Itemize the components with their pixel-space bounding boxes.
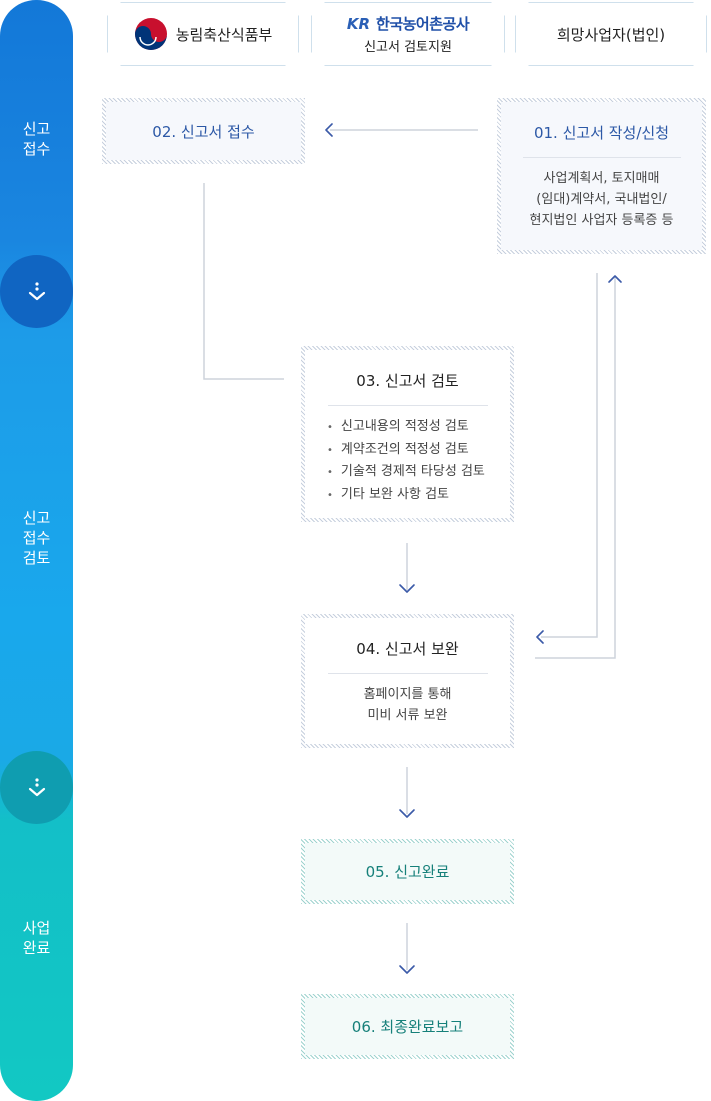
- org-krc: KR 한국농어촌공사 신고서 검토지원: [311, 2, 505, 66]
- step-04-box: 04. 신고서 보완 홈페이지를 통해 미비 서류 보완: [301, 614, 514, 748]
- org-applicant: 희망사업자(법인): [515, 2, 707, 66]
- step-01-box: 01. 신고서 작성/신청 사업계획서, 토지매매 (임대)계약서, 국내법인/…: [497, 98, 706, 254]
- krc-role: 신고서 검토지원: [364, 40, 452, 55]
- divider: [327, 673, 488, 674]
- ministry-name: 농림축산식품부: [175, 25, 273, 44]
- org-ministry: 농림축산식품부: [107, 2, 299, 66]
- step-06-title: 06. 최종완료보고: [351, 1018, 464, 1036]
- divider: [522, 157, 681, 158]
- stage-label-review: 신고 접수 검토: [22, 509, 51, 567]
- bullet-item: 기술적 경제적 타당성 검토: [327, 461, 510, 484]
- step-06-box: 06. 최종완료보고: [301, 994, 514, 1059]
- stage-next-icon: [0, 255, 73, 328]
- stage-bar: [0, 0, 73, 1101]
- step-02-box: 02. 신고서 접수: [102, 98, 305, 164]
- step-03-bullets: 신고내용의 적정성 검토 계약조건의 적정성 검토 기술적 경제적 타당성 검토…: [305, 416, 510, 506]
- step-04-title: 04. 신고서 보완: [356, 640, 459, 658]
- stage-label-receipt: 신고 접수: [22, 120, 51, 158]
- ministry-emblem-icon: [134, 17, 168, 51]
- divider: [327, 405, 488, 406]
- krc-logo-text: 한국농어촌공사: [376, 15, 470, 33]
- bullet-item: 계약조건의 적정성 검토: [327, 439, 510, 462]
- bullet-item: 신고내용의 적정성 검토: [327, 416, 510, 439]
- step-03-title: 03. 신고서 검토: [356, 372, 459, 390]
- step-02-title: 02. 신고서 접수: [152, 122, 255, 141]
- step-05-box: 05. 신고완료: [301, 839, 514, 904]
- bullet-item: 기타 보완 사항 검토: [327, 484, 510, 507]
- step-03-box: 03. 신고서 검토 신고내용의 적정성 검토 계약조건의 적정성 검토 기술적…: [301, 346, 514, 522]
- stage-next-icon: [0, 751, 73, 824]
- step-01-title: 01. 신고서 작성/신청: [533, 124, 670, 142]
- step-05-title: 05. 신고완료: [365, 863, 450, 881]
- arrow-down-dotted-icon: [28, 281, 45, 300]
- krc-logo-mark: KR: [346, 14, 371, 33]
- stage-label-complete: 사업 완료: [22, 919, 51, 957]
- arrow-down-dotted-icon: [28, 777, 45, 796]
- applicant-name: 희망사업자(법인): [556, 25, 666, 44]
